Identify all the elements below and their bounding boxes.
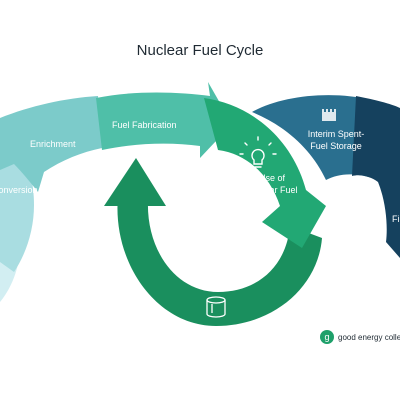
brand-logo-icon: g — [320, 330, 334, 344]
label-use-line2: Nuclear Fuel — [246, 185, 297, 195]
enrichment-band — [0, 96, 102, 192]
recycling-loop — [117, 196, 322, 326]
label-interim-line1: Interim Spent- — [308, 129, 365, 139]
brand-credit[interactable]: g good energy collective — [320, 330, 400, 344]
label-recycling: Recycling — [196, 278, 235, 288]
final-disposal-band — [352, 96, 400, 258]
brand-name: good energy collective — [338, 332, 400, 342]
fuel-fabrication-band — [96, 82, 232, 158]
diagram-title: Nuclear Fuel Cycle — [136, 42, 264, 59]
lightbulb-icon — [239, 136, 277, 168]
label-final-partial: Fi — [392, 214, 400, 224]
label-use-line1: Use of — [259, 173, 286, 183]
recycling-arrowhead — [104, 158, 166, 206]
storage-building-icon — [322, 109, 336, 121]
label-enrichment: Enrichment — [30, 139, 76, 149]
canister-icon — [206, 296, 226, 318]
use-band — [204, 98, 326, 248]
interim-storage-band — [252, 95, 372, 180]
label-conversion: Conversion — [0, 185, 38, 195]
label-fuel-fabrication: Fuel Fabrication — [112, 120, 177, 130]
label-interim-line2: Fuel Storage — [310, 141, 362, 151]
